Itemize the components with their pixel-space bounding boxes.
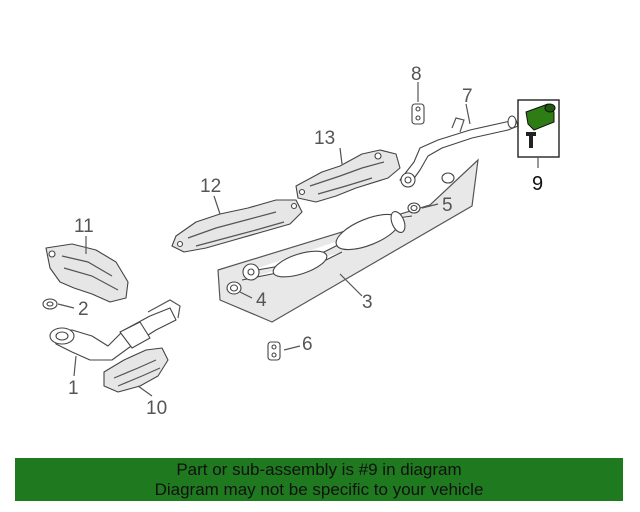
info-banner: Part or sub-assembly is #9 in diagram Di… (15, 458, 623, 501)
callout-3: 3 (362, 292, 373, 313)
part-13-heat-shield[interactable] (295, 149, 401, 203)
part-6-hanger[interactable] (267, 341, 281, 361)
callout-10: 10 (146, 398, 167, 419)
banner-line-1: Part or sub-assembly is #9 in diagram (176, 460, 462, 479)
callout-13: 13 (314, 128, 335, 149)
callout-12: 12 (200, 176, 221, 197)
exhaust-diagram: 8 7 13 12 11 5 2 4 3 6 1 10 9 (42, 64, 560, 419)
callout-5: 5 (442, 195, 453, 216)
part-1-front-pipe[interactable] (49, 299, 181, 361)
callout-8: 8 (411, 64, 422, 85)
part-3-muffler-assembly[interactable] (241, 207, 413, 282)
part-5-gasket[interactable] (407, 172, 455, 214)
callout-11: 11 (74, 216, 94, 237)
part-12-heat-shield[interactable] (171, 199, 303, 253)
part-4-gasket[interactable] (226, 281, 242, 295)
part-10-heat-shield[interactable] (103, 347, 169, 393)
callout-6: 6 (302, 334, 313, 355)
part-9-exhaust-tip[interactable] (517, 99, 560, 168)
part-11-manifold-shield[interactable] (45, 243, 129, 303)
part-2-gasket[interactable] (42, 298, 58, 310)
part-7-tail-pipe[interactable] (399, 115, 519, 188)
callout-2: 2 (78, 299, 89, 320)
callout-7: 7 (462, 86, 473, 107)
leader-lines (57, 82, 471, 397)
callout-1: 1 (68, 378, 79, 399)
callout-9: 9 (532, 173, 543, 195)
part-8-hanger[interactable] (411, 103, 425, 125)
banner-line-2: Diagram may not be specific to your vehi… (154, 480, 484, 499)
callout-4: 4 (256, 290, 267, 311)
